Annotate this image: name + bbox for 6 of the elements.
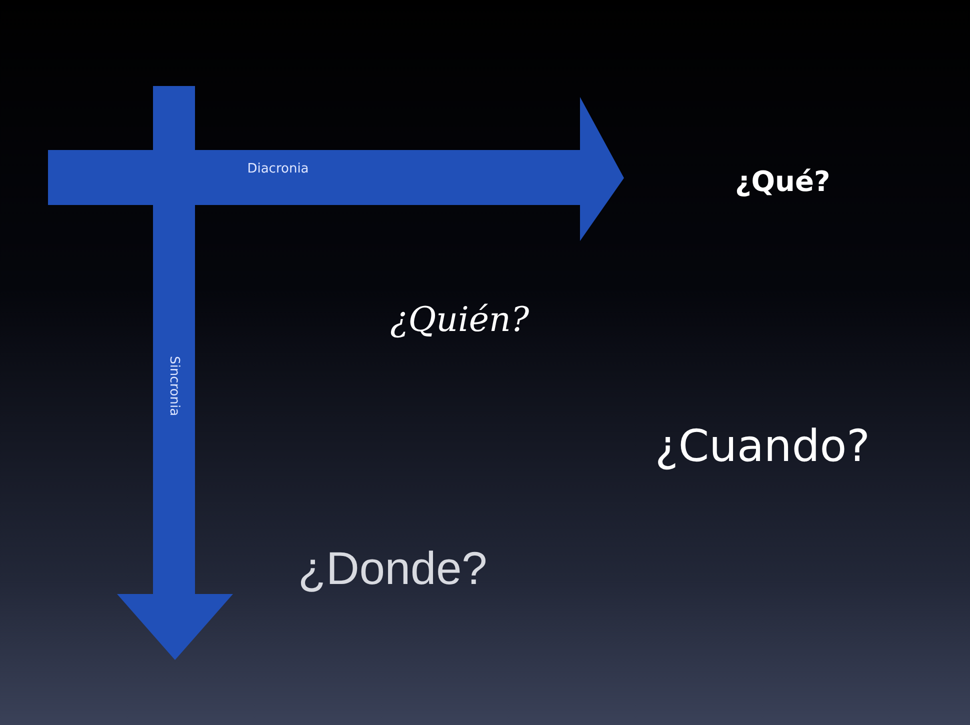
question-text: ¿Qué? — [735, 168, 830, 196]
arrow-label: Sincronia — [166, 356, 182, 416]
question-text: ¿Cuando? — [655, 425, 870, 469]
question-text: ¿Quién? — [390, 303, 530, 337]
question-text: ¿Donde? — [298, 545, 488, 591]
arrow-label: Diacronia — [247, 162, 309, 176]
